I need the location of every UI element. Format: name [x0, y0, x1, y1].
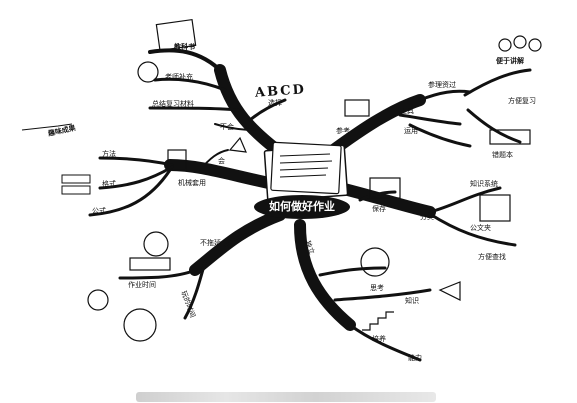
twig-textbook: [148, 48, 224, 74]
label-reason: 参理资过: [428, 81, 456, 89]
stairs-icon: [362, 311, 394, 331]
cabinet-icon: [369, 177, 401, 199]
robot-icon: [167, 149, 187, 171]
label-choose: 选择: [268, 99, 282, 107]
label-ability: 能力: [408, 354, 422, 362]
label-mechanical: 机械套用: [178, 179, 206, 187]
label-unknown: 不会: [220, 123, 234, 131]
twig-errorbook: [466, 108, 522, 144]
twig-format: [98, 165, 174, 190]
label-classify: 分类: [420, 213, 434, 221]
label-easy-explain: 便于讲解: [496, 57, 524, 65]
folder-icon: [479, 194, 511, 222]
twig-teacher: [153, 77, 227, 92]
label-no-delay: 不拖延: [200, 239, 221, 247]
twig-method: [98, 156, 174, 167]
label-review: 总结复习材料: [152, 100, 194, 108]
label-knowledge-system: 知识系统: [470, 180, 498, 188]
twig-folder: [428, 186, 502, 214]
label-formula: 公式: [92, 207, 106, 215]
label-textbook: 教科书: [174, 43, 195, 51]
megaphone-icon: [438, 281, 461, 301]
boy-face-icon: [123, 308, 157, 342]
people-icon: [498, 38, 512, 52]
twig-reference: [418, 89, 472, 102]
label-knowledge: 知识: [405, 297, 419, 305]
twig-convenient: [463, 68, 532, 97]
label-homework-time: 作业时间: [128, 281, 156, 289]
fun-chart-sketch: [21, 123, 91, 195]
label-teacher: 老师补充: [165, 73, 193, 81]
label-method: 方法: [102, 150, 116, 158]
twig-train: [348, 323, 422, 362]
label-format: 格式: [102, 180, 116, 188]
teacher-face-icon: [137, 61, 159, 83]
label-use: 运用: [404, 127, 418, 135]
twig-hometime: [118, 268, 198, 280]
label-folder: 公文夹: [470, 224, 491, 232]
student-head-icon: [143, 231, 169, 257]
twig-know: [199, 149, 229, 171]
branch-right-bottom: [294, 219, 356, 331]
label-reference: 参考: [336, 127, 350, 135]
twig-playtime: [183, 260, 207, 320]
label-review-convenient: 方便复习: [508, 97, 536, 105]
branch-left-mid: [164, 159, 284, 191]
twig-review: [148, 106, 240, 112]
center-title: 如何做好作业: [269, 200, 335, 213]
label-save: 保存: [372, 205, 386, 213]
label-know: 会: [218, 157, 225, 165]
desk-icon: [129, 257, 171, 271]
caption-blur: [136, 392, 436, 402]
twig-knowledge: [333, 288, 432, 302]
twig-tool: [398, 113, 462, 126]
sketch-icons: [87, 18, 542, 342]
branch-lines: [88, 48, 532, 362]
twig-unknown: [214, 123, 256, 131]
twig-use: [408, 123, 472, 148]
label-train: 培养: [372, 335, 386, 343]
label-error-book: 错题本: [492, 151, 513, 159]
people-icon-2: [513, 35, 527, 49]
book-stack-icon: [489, 129, 531, 145]
twig-nodelay: [224, 232, 251, 247]
twig-choose: [248, 98, 287, 122]
twig-formula: [88, 168, 172, 217]
thinking-head-icon: [360, 247, 390, 277]
twig-think: [318, 266, 387, 277]
twig-save: [358, 190, 397, 202]
center-book-icon: [263, 141, 349, 202]
ball-icon: [87, 289, 109, 311]
triangle-icon: [228, 136, 247, 153]
label-think: 思考: [370, 284, 384, 292]
textbook-icon: [155, 18, 197, 52]
label-easy-find: 方便查找: [478, 253, 506, 261]
label-tool: 工具: [400, 107, 414, 115]
center-node: [254, 195, 350, 219]
laptop-icon: [344, 99, 370, 117]
people-icon-3: [528, 38, 542, 52]
twig-easyfind: [428, 212, 517, 247]
